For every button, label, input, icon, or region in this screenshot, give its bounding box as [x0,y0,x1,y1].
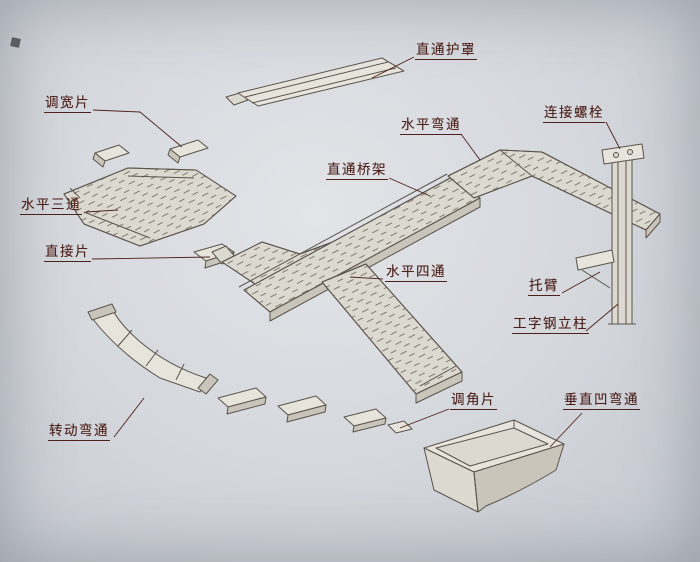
scan-artifact [10,37,21,48]
connecting-bolt [627,149,633,155]
rotating-bend-part [87,303,219,395]
label-horizontal-tee: 水平三通 [20,197,82,215]
horizontal-bend-part [447,149,661,239]
label-straight-cover: 直通护罩 [415,42,477,60]
straight-cover-part [225,57,405,107]
label-width-adjust-piece: 调宽片 [44,95,91,113]
width-adjust-piece-parts [92,139,209,168]
label-connecting-bolt: 连接螺栓 [543,105,605,123]
angle-piece-parts [217,387,413,434]
horizontal-tee-part [63,167,237,247]
straight-tray-part [238,173,481,322]
label-joint-piece: 直接片 [44,244,91,262]
label-angle-piece: 调角片 [450,392,497,410]
vertical-concave-bend-part [423,419,565,513]
label-bracket-arm: 托臂 [528,278,560,296]
label-straight-tray: 直通桥架 [326,162,388,180]
label-horizontal-cross: 水平四通 [385,264,447,282]
branch-tray-part [321,263,463,404]
label-i-beam-column: 工字钢立柱 [512,316,589,334]
bracket-arm [575,249,615,271]
i-beam-column-part [575,143,645,325]
label-vertical-concave-bend: 垂直凹弯通 [563,392,640,410]
label-horizontal-bend: 水平弯通 [400,117,462,135]
label-rotating-bend: 转动弯通 [48,423,110,441]
leader-lines [85,56,621,448]
connecting-bolt [613,152,619,158]
